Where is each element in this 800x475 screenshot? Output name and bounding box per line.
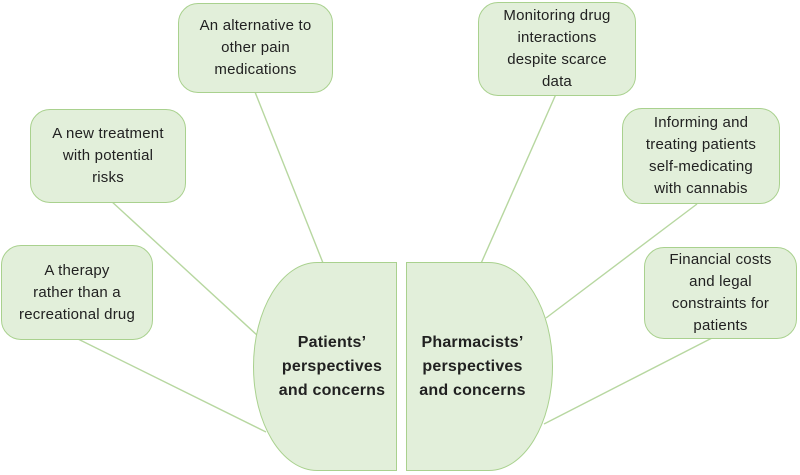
connector-new-to-patients bbox=[109, 199, 259, 337]
node-label: Monitoring drug interactions despite sca… bbox=[503, 7, 611, 90]
node-label: Financial costs and legal constraints fo… bbox=[669, 251, 772, 334]
node-informing-treating-patients: Informing and treating patients self-med… bbox=[622, 108, 780, 204]
connector-alt-to-patients bbox=[254, 91, 326, 269]
node-therapy-not-recreational: A therapy rather than a recreational dru… bbox=[1, 245, 153, 340]
connector-monitoring-to-pharm bbox=[478, 93, 557, 269]
node-financial-legal-constraints: Financial costs and legal constraints fo… bbox=[644, 247, 797, 339]
node-label: An alternative to other pain medications bbox=[199, 17, 312, 78]
connector-therapy-to-patients bbox=[77, 338, 267, 433]
node-label: Informing and treating patients self-med… bbox=[645, 114, 757, 197]
center-shape-pharmacists: Pharmacists’ perspectives and concerns bbox=[406, 262, 553, 471]
node-label: A new treatment with potential risks bbox=[52, 125, 164, 186]
node-label: A therapy rather than a recreational dru… bbox=[19, 261, 135, 323]
node-new-treatment-risks: A new treatment with potential risks bbox=[30, 109, 186, 203]
node-alternative-pain-medications: An alternative to other pain medications bbox=[178, 3, 333, 93]
connector-financial-to-pharm bbox=[543, 337, 713, 425]
center-shape-patients: Patients’ perspectives and concerns bbox=[253, 262, 397, 471]
center-label-patients: Patients’ perspectives and concerns bbox=[278, 333, 386, 399]
connector-informing-to-pharm bbox=[545, 203, 698, 319]
node-monitoring-drug-interactions: Monitoring drug interactions despite sca… bbox=[478, 2, 636, 96]
center-label-pharmacists: Pharmacists’ perspectives and concerns bbox=[419, 333, 526, 399]
